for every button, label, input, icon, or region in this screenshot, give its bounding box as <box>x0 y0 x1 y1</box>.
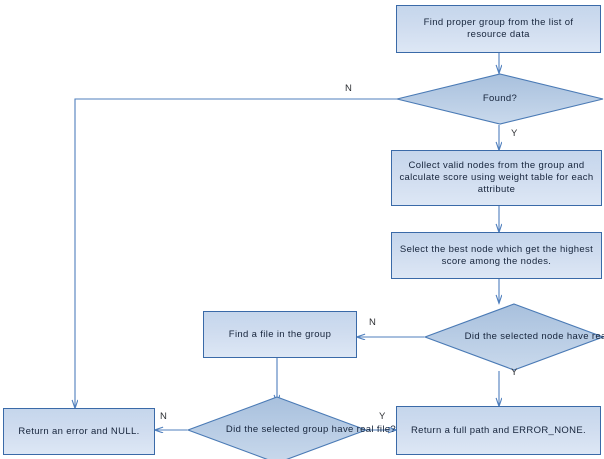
edge-label-found-yes: Y <box>511 128 518 139</box>
node-return-error[interactable]: Return an error and NULL. <box>3 408 155 455</box>
node-return-error-label: Return an error and NULL. <box>18 425 140 437</box>
node-collect-nodes[interactable]: Collect valid nodes from the group and c… <box>391 150 602 206</box>
node-collect-nodes-label: Collect valid nodes from the group and c… <box>399 160 594 195</box>
edge-found-no-to-return-error <box>75 98 397 408</box>
node-return-path-label: Return a full path and ERROR_NONE. <box>410 424 587 436</box>
node-select-best-node-label: Select the best node which get the highe… <box>399 243 594 267</box>
node-find-file-label: Find a file in the group <box>228 328 332 340</box>
edge-label-node-has-file-no: N <box>369 317 377 328</box>
node-found[interactable]: Found? <box>396 73 604 125</box>
edge-label-node-has-file-yes: Y <box>511 367 518 378</box>
node-return-path[interactable]: Return a full path and ERROR_NONE. <box>396 406 601 455</box>
edge-label-group-has-file-yes: Y <box>379 411 386 422</box>
node-node-has-file[interactable]: Did the selected node have real file? <box>423 303 604 371</box>
edge-label-found-no: N <box>345 83 353 94</box>
node-find-file[interactable]: Find a file in the group <box>203 311 357 358</box>
node-find-group[interactable]: Find proper group from the list of resou… <box>396 5 601 53</box>
node-group-has-file[interactable]: Did the selected group have real file? <box>186 396 396 459</box>
node-select-best-node[interactable]: Select the best node which get the highe… <box>391 232 602 279</box>
edge-label-group-has-file-no: N <box>160 411 168 422</box>
node-find-group-label: Find proper group from the list of resou… <box>423 17 574 40</box>
